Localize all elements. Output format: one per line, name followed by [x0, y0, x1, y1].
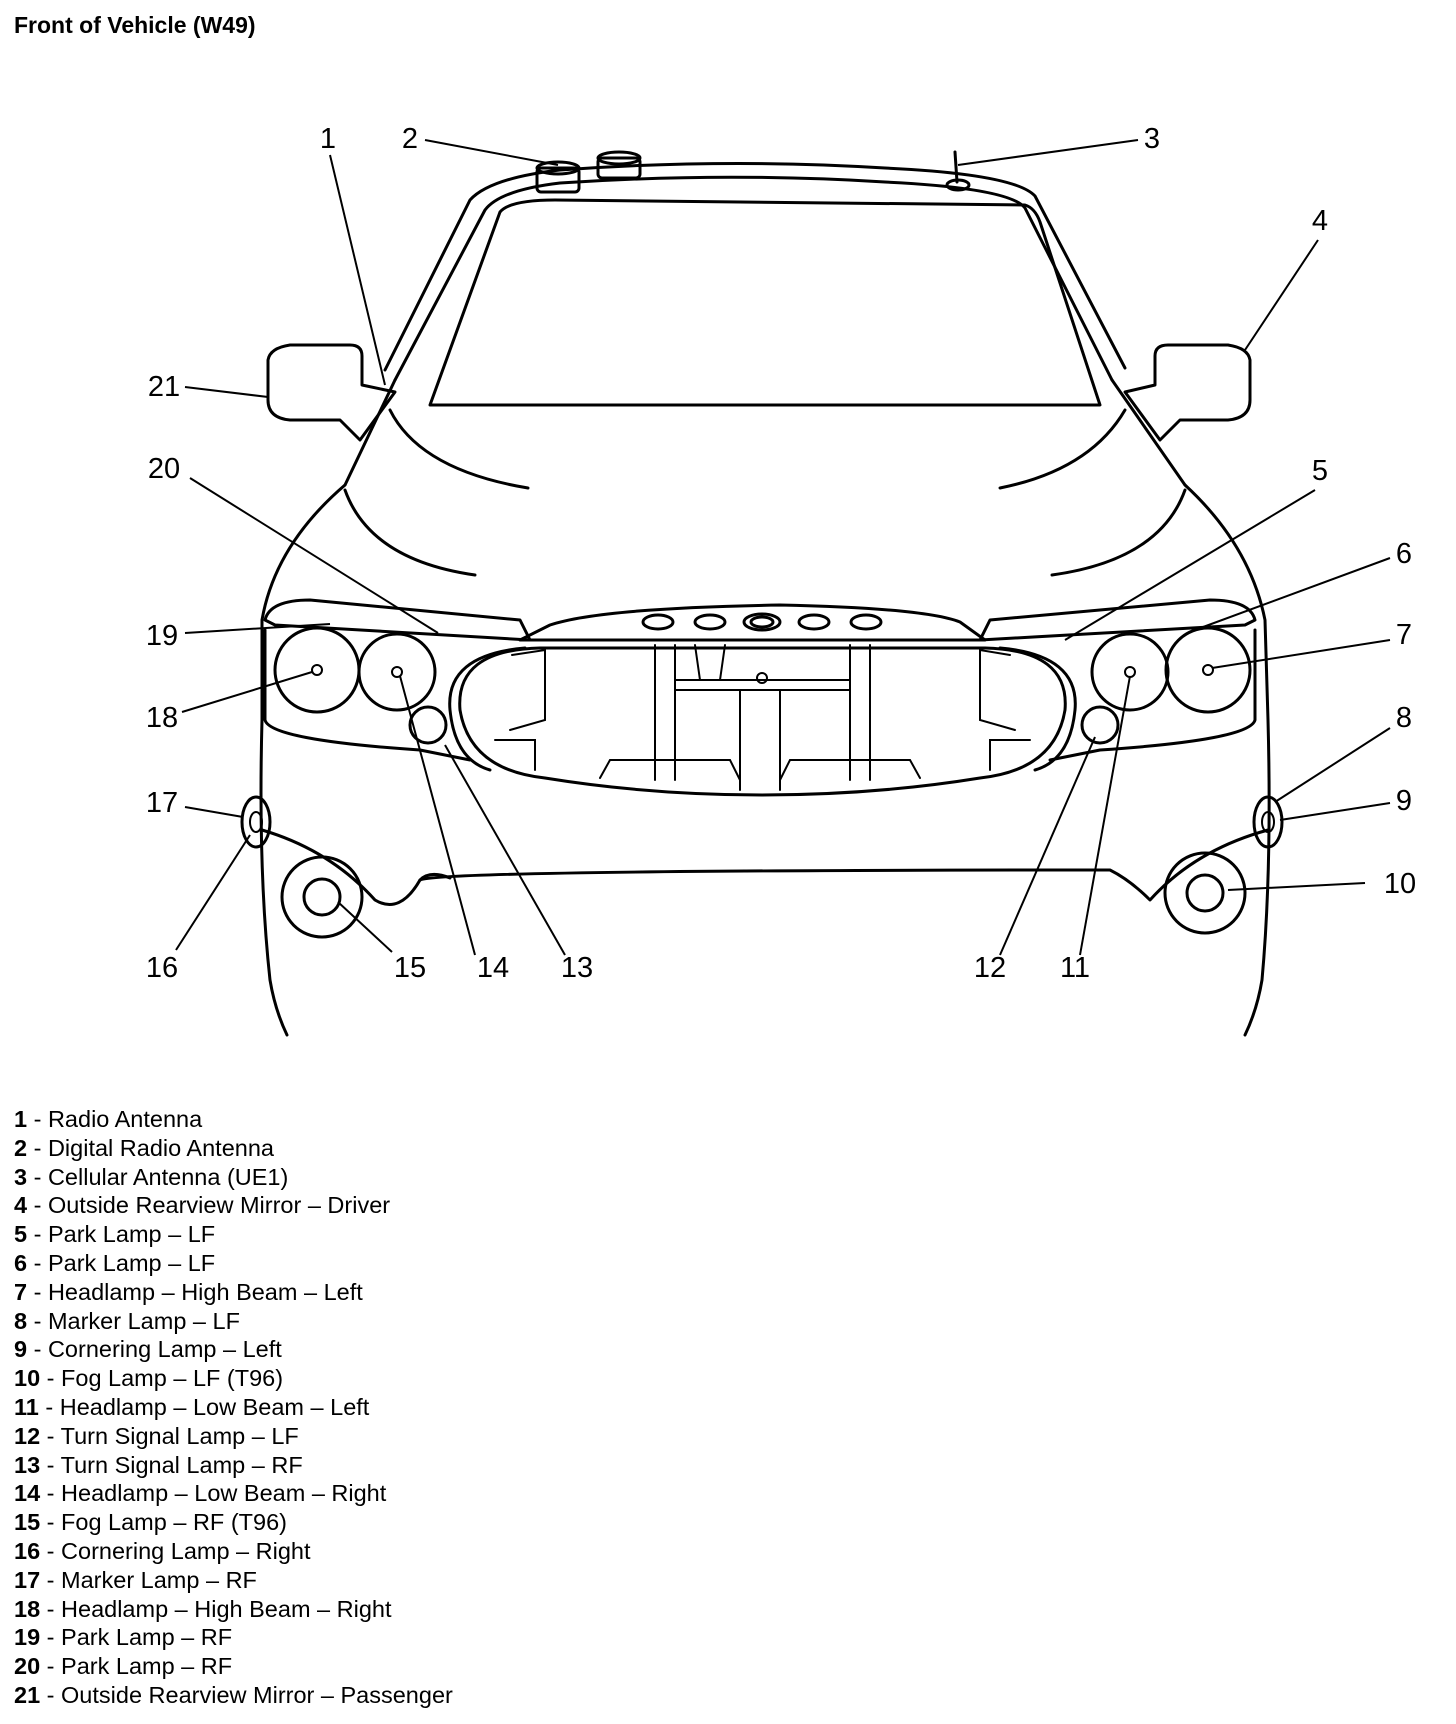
callout-4: 4: [1312, 205, 1328, 237]
callout-numbers: 1 2 3 4 5 6 7 8 9 10 11 12 13 14 15 16 1…: [146, 123, 1416, 984]
legend-item: 3 - Cellular Antenna (UE1): [14, 1163, 289, 1190]
vehicle-front-diagram: 1 2 3 4 5 6 7 8 9 10 11 12 13 14 15 16 1…: [146, 123, 1416, 1037]
legend-item: 14 - Headlamp – Low Beam – Right: [14, 1480, 387, 1507]
legend-item: 10 - Fog Lamp – LF (T96): [14, 1365, 284, 1392]
callout-3: 3: [1144, 123, 1160, 155]
callout-14: 14: [477, 952, 509, 984]
lamps: [240, 626, 1284, 939]
legend-list: 1 - Radio Antenna 2 - Digital Radio Ante…: [14, 1105, 453, 1710]
legend-item: 20 - Park Lamp – RF: [14, 1653, 233, 1680]
callout-18: 18: [146, 702, 178, 734]
vehicle-outline: [259, 161, 1271, 1037]
legend-item: 17 - Marker Lamp – RF: [14, 1566, 257, 1593]
callout-21: 21: [148, 371, 180, 403]
legend-item: 9 - Cornering Lamp – Left: [14, 1336, 282, 1363]
legend-item: 19 - Park Lamp – RF: [14, 1624, 233, 1651]
callout-8: 8: [1396, 702, 1412, 734]
callout-19: 19: [146, 620, 178, 652]
callout-1: 1: [320, 123, 336, 155]
front-fascia: [260, 598, 1270, 906]
roof-antennas: [535, 150, 971, 194]
legend-item: 13 - Turn Signal Lamp – RF: [14, 1451, 303, 1478]
legend-item: 18 - Headlamp – High Beam – Right: [14, 1595, 392, 1622]
page-title: Front of Vehicle (W49): [14, 12, 256, 38]
legend-item: 6 - Park Lamp – LF: [14, 1249, 216, 1276]
callout-5: 5: [1312, 455, 1328, 487]
callout-15: 15: [394, 952, 426, 984]
legend-item: 1 - Radio Antenna: [14, 1106, 203, 1132]
callout-17: 17: [146, 787, 178, 819]
legend-item: 12 - Turn Signal Lamp – LF: [14, 1422, 299, 1449]
callout-16: 16: [146, 952, 178, 984]
callout-10: 10: [1384, 868, 1416, 900]
callout-2: 2: [402, 123, 418, 155]
legend-item: 15 - Fog Lamp – RF (T96): [14, 1509, 287, 1536]
legend-item: 8 - Marker Lamp – LF: [14, 1307, 240, 1334]
legend-item: 21 - Outside Rearview Mirror – Passenger: [14, 1681, 453, 1708]
callout-12: 12: [974, 952, 1006, 984]
callout-13: 13: [561, 952, 593, 984]
callout-11: 11: [1060, 952, 1090, 984]
legend-item: 7 - Headlamp – High Beam – Left: [14, 1278, 363, 1305]
legend-item: 4 - Outside Rearview Mirror – Driver: [14, 1192, 391, 1219]
leader-lines: [175, 139, 1391, 956]
callout-6: 6: [1396, 538, 1412, 570]
mirrors: [266, 343, 1252, 442]
legend-item: 5 - Park Lamp – LF: [14, 1221, 216, 1248]
callout-20: 20: [148, 453, 180, 485]
legend-item: 16 - Cornering Lamp – Right: [14, 1537, 311, 1564]
legend-item: 11 - Headlamp – Low Beam – Left: [14, 1393, 370, 1420]
callout-9: 9: [1396, 785, 1412, 817]
legend-item: 2 - Digital Radio Antenna: [14, 1134, 274, 1161]
callout-7: 7: [1396, 619, 1412, 651]
